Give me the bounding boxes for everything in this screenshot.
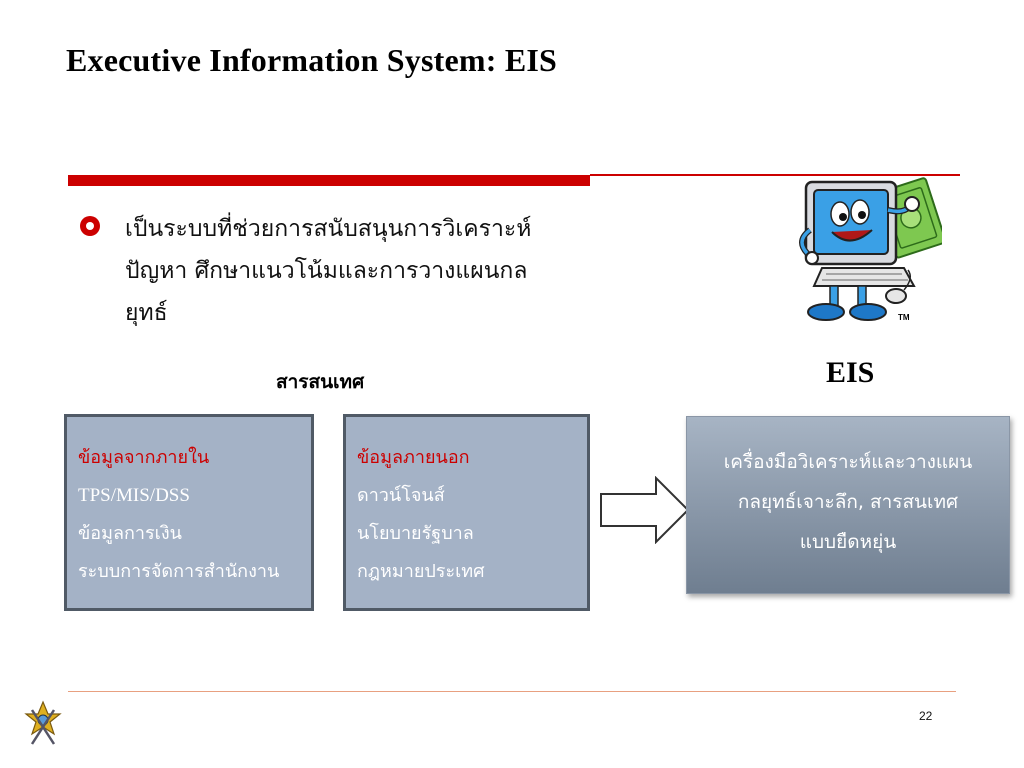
eis-box-line: กลยุทธ์เจาะลึก, สารสนเทศ — [737, 491, 959, 513]
trademark-label: TM — [898, 313, 910, 322]
slide-title: Executive Information System: EIS — [66, 42, 558, 78]
title-divider-thin — [590, 174, 960, 176]
external-data-heading: ข้อมูลภายนอก — [357, 447, 470, 468]
eis-box-line: แบบยืดหยุ่น — [799, 531, 897, 553]
computer-mascot-icon: TM — [799, 177, 942, 322]
bullet-line: เป็นระบบที่ช่วยการสนับสนุนการวิเคราะห์ — [125, 216, 532, 242]
information-label: สารสนเทศ — [276, 371, 365, 393]
internal-data-item: ข้อมูลการเงิน — [78, 523, 182, 544]
bullet-line: ปัญหา ศึกษาแนวโน้มและการวางแผนกล — [125, 258, 528, 284]
footer-divider — [68, 691, 956, 692]
internal-data-heading: ข้อมูลจากภายใน — [78, 447, 210, 468]
bullet-line: ยุทธ์ — [125, 300, 168, 326]
title-divider-thick — [68, 175, 590, 186]
right-arrow-icon — [600, 476, 690, 544]
internal-data-item: TPS/MIS/DSS — [78, 485, 190, 506]
page-number: 22 — [919, 709, 933, 723]
internal-data-item: ระบบการจัดการสำนักงาน — [78, 561, 280, 582]
external-data-item: นโยบายรัฐบาล — [357, 523, 474, 544]
eis-box-line: เครื่องมือวิเคราะห์และวางแผน — [723, 451, 973, 473]
bullet-ring-icon — [80, 216, 100, 236]
external-data-item: ดาวน์โจนส์ — [357, 485, 445, 506]
footer-logo-icon — [24, 700, 62, 745]
external-data-box: ข้อมูลภายนอก ดาวน์โจนส์ นโยบายรัฐบาล กฎห… — [343, 414, 590, 611]
eis-box: เครื่องมือวิเคราะห์และวางแผน กลยุทธ์เจาะ… — [686, 416, 1010, 594]
eis-label: EIS — [826, 356, 875, 389]
bullet-text: เป็นระบบที่ช่วยการสนับสนุนการวิเคราะห์ ป… — [125, 208, 575, 334]
internal-data-box: ข้อมูลจากภายใน TPS/MIS/DSS ข้อมูลการเงิน… — [64, 414, 314, 611]
external-data-item: กฎหมายประเทศ — [357, 561, 485, 582]
